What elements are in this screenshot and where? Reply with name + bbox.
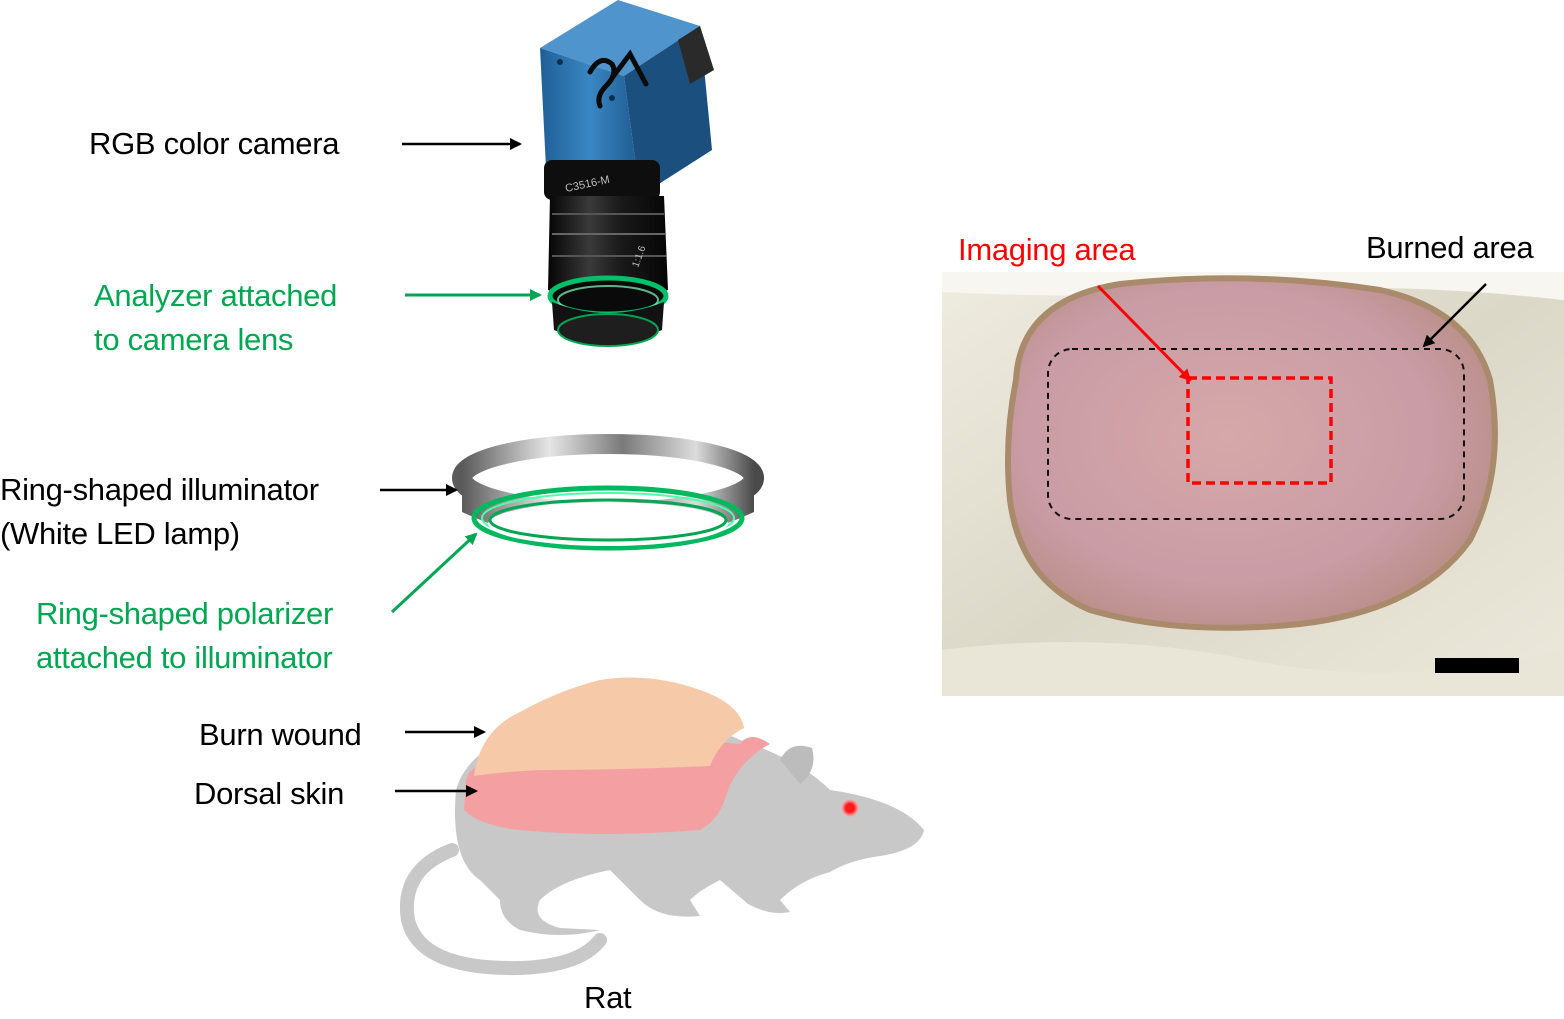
burn-wound-region — [474, 677, 744, 776]
burned-area-label: Burned area — [1366, 230, 1534, 265]
imaging-area-label: Imaging area — [958, 232, 1136, 267]
dorsal-skin-label: Dorsal skin — [194, 776, 345, 811]
burned-area-arrow — [1422, 283, 1487, 348]
imaging-area-box — [1186, 376, 1333, 485]
camera-label: RGB color camera — [89, 126, 340, 161]
polarizer-label-line1: Ring-shaped polarizer — [36, 596, 333, 631]
burned-skin-patch — [1005, 275, 1498, 631]
scale-bar — [1435, 658, 1519, 673]
illuminator-label-line1: Ring-shaped illuminator — [0, 472, 319, 507]
polarizer-arrow — [390, 532, 478, 614]
burned-area-box — [1047, 348, 1465, 520]
analyzer-label-line1: Analyzer attached — [94, 278, 338, 313]
burn-wound-label: Burn wound — [199, 717, 362, 752]
polarizer-label-line2: attached to illuminator — [36, 640, 333, 675]
rat-dorsal-photo — [942, 272, 1564, 696]
imaging-area-arrow — [1096, 284, 1192, 382]
rat-silhouette-icon — [400, 677, 924, 976]
illuminator-label-line2: (White LED lamp) — [0, 516, 240, 551]
rat-label: Rat — [584, 980, 632, 1015]
ring-illuminator-icon — [452, 434, 764, 551]
analyzer-label-line2: to camera lens — [94, 322, 294, 357]
rgb-camera-icon: C3516-M 1:1.6 — [540, 0, 714, 347]
